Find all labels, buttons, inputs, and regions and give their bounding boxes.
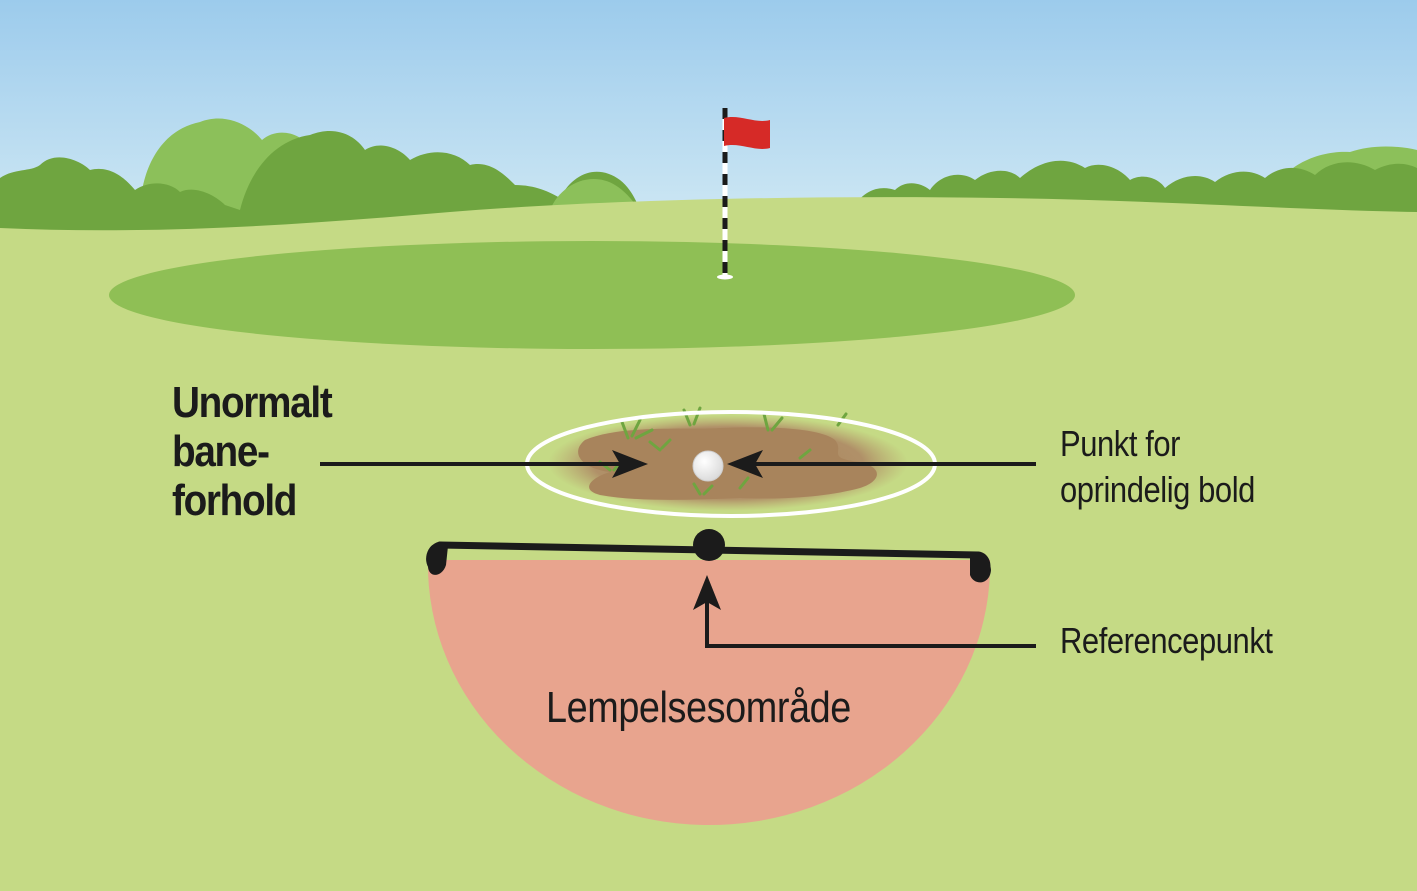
arrow-reference-head [693, 575, 721, 610]
ball-spot-line-2: oprindelig bold [1060, 469, 1255, 510]
ball-spot-line-1: Punkt for [1060, 423, 1181, 464]
arrow-ball-spot-head [727, 450, 763, 478]
reference-line-end-right [970, 551, 991, 583]
arrow-condition-head [612, 450, 648, 478]
abnormal-condition-line-2: bane- [172, 427, 270, 476]
arrow-reference [705, 585, 1036, 648]
abnormal-condition-line-1: Unormalt [172, 378, 333, 427]
abnormal-condition-label: Unormalt bane- forhold [172, 378, 333, 525]
golf-ball-icon [692, 450, 724, 482]
putting-green [109, 241, 1075, 349]
abnormal-condition-line-3: forhold [172, 476, 297, 525]
flag-icon [717, 108, 770, 280]
reference-point-icon [693, 529, 725, 561]
reference-line-end-left [428, 542, 448, 575]
reference-point-label: Referencepunkt [1060, 620, 1273, 661]
relief-area-label: Lempelsesområde [546, 683, 851, 732]
relief-area [427, 560, 990, 826]
trees-left [0, 118, 640, 235]
ball-spot-label: Punkt for oprindelig bold [1060, 421, 1255, 513]
